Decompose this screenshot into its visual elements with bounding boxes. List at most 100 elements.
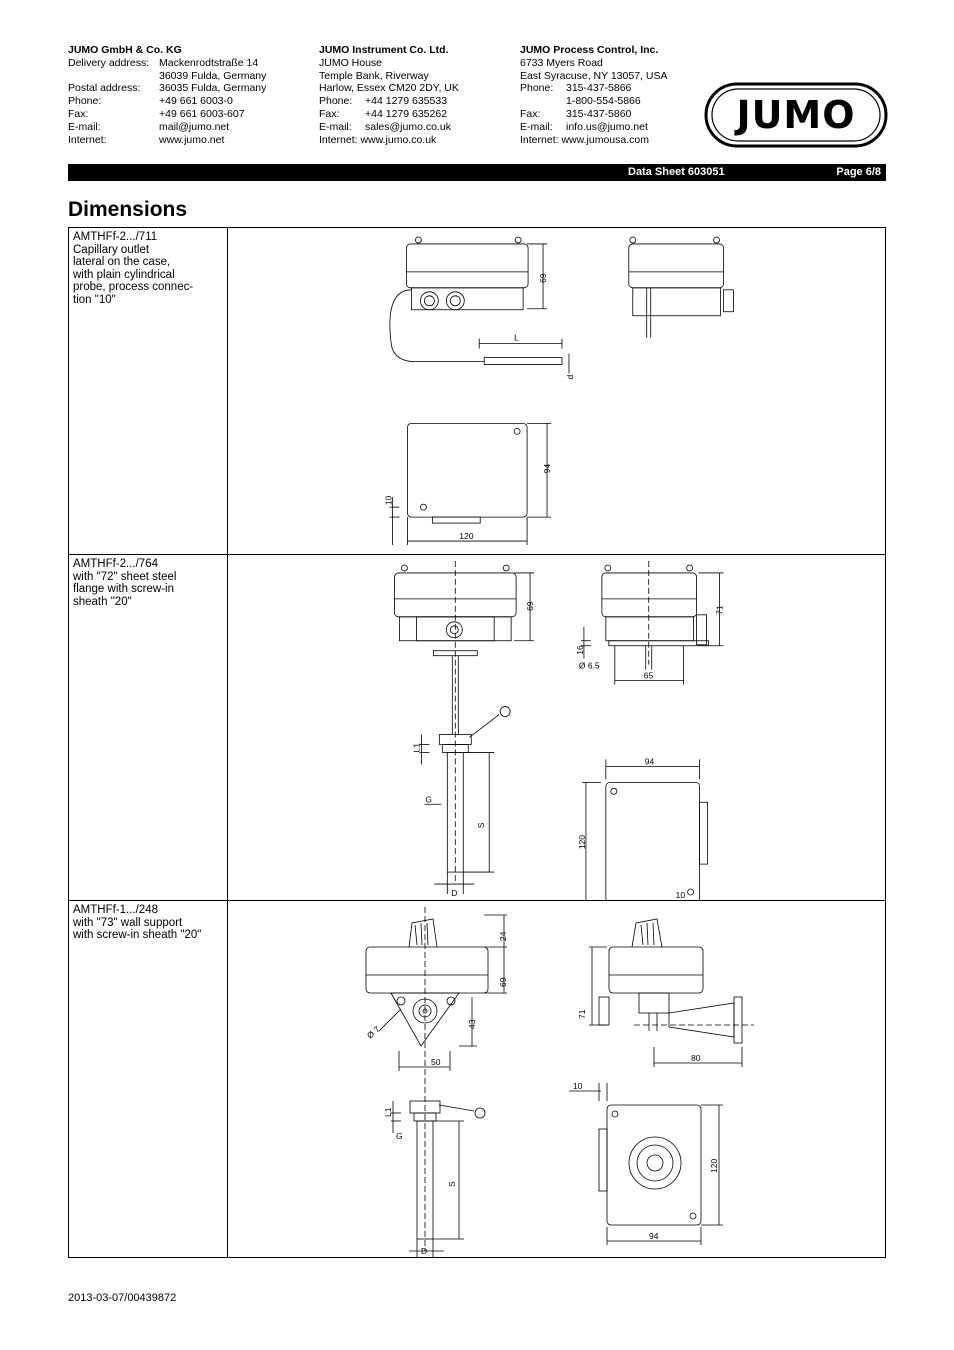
drawing-711: L 69 d [229,228,885,554]
dim-height2: 71 [577,1009,587,1019]
address-value: 315-437-5866 [566,82,632,95]
address-key: Phone: [520,82,554,95]
address-line: Harlow, Essex CM20 2DY, UK [319,82,459,95]
data-sheet-number: Data Sheet 603051 [628,166,725,178]
address-key: Delivery address: [68,56,150,69]
address-value: +44 1279 635262 [365,107,448,120]
dim-length: L [514,333,519,343]
section-label: AMTHFf-2.../764 with "72" sheet steel fl… [69,555,228,900]
dim-sheath: S [447,1181,457,1187]
address-value: Mackenrodtstraße 14 [159,56,259,69]
dimensions-table: AMTHFf-2.../711 Capillary outlet lateral… [68,227,886,1258]
section-row-764: AMTHFf-2.../764 with "72" sheet steel fl… [69,555,885,920]
address-key [520,95,566,108]
section-description: with "72" sheet steel flange with screw-… [73,570,177,608]
dim-offset: 10 [384,495,394,505]
logo-text: JUMO [733,93,855,137]
company-name: JUMO Process Control, Inc. [520,44,659,56]
address-key: Internet: [319,133,358,146]
dim-top-w: 94 [645,756,655,766]
section-label: AMTHFf-1.../248 with "73" wall support w… [69,901,228,1257]
dim-insert: L1 [383,1107,393,1117]
page-number: Page 6/8 [836,166,881,178]
footer-document-id: 2013-03-07/00439872 [68,1292,177,1304]
dim-hole: Ø 7 [365,1024,382,1041]
address-key: Phone: [319,95,353,108]
front-view [394,560,535,895]
dim-depth: 94 [542,464,552,474]
dim-sheath: S [476,822,486,828]
address-value: +44 1279 635533 [365,95,448,108]
header-bar: Data Sheet 603051 Page 6/8 [68,164,886,181]
address-value: 315-437-5860 [566,107,632,120]
dim-diameter: d [565,375,575,380]
address-key: Postal address: [68,82,141,95]
section-row-248: AMTHFf-1.../248 with "73" wall support w… [69,901,885,1257]
company-name: JUMO Instrument Co. Ltd. [319,44,449,56]
dim-bracket-w: 50 [431,1057,441,1067]
dim-width: 120 [459,531,473,541]
drawing-248: 24 69 43 Ø 7 50 L1 G S D [229,901,885,1257]
address-line: East Syracuse, NY 13057, USA [520,69,668,82]
dim-reach: 80 [691,1053,701,1063]
address-germany: JUMO GmbH & Co. KG Delivery address: Mack… [68,44,266,146]
front-view [389,236,570,374]
address-line: JUMO House [319,56,383,69]
address-line: 6733 Myers Road [520,56,603,69]
address-key: E-mail: [520,120,553,133]
website-link[interactable]: www.jumousa.com [561,133,649,146]
email-link[interactable]: sales@jumo.co.uk [365,120,451,133]
page-title: Dimensions [68,198,188,221]
address-value: 36035 Fulda, Germany [159,82,267,95]
email-link[interactable]: info.us@jumo.net [566,120,648,133]
section-code: AMTHFf-2.../711 [73,231,158,243]
address-table: Delivery address: Mackenrodtstraße 14 360… [68,57,266,147]
jumo-logo: JUMO [704,82,888,148]
dim-height2: 71 [715,605,725,615]
dim-top-w: 94 [649,1231,659,1241]
dim-thread: G [425,794,432,804]
side-view [628,236,734,338]
address-usa: JUMO Process Control, Inc. 6733 Myers Ro… [520,44,667,146]
dim-tube: D [451,888,457,898]
side-view [589,918,754,1067]
dim-insert: L1 [411,743,421,753]
dim-flange-h: 16 [575,645,585,655]
address-value: 36039 Fulda, Germany [159,69,267,82]
address-key: Fax: [319,107,340,120]
address-table: Phone: +44 1279 635533 Fax: +44 1279 63526… [319,95,451,133]
address-value: +49 661 6003-607 [159,107,245,120]
address-uk: JUMO Instrument Co. Ltd. JUMO House Temp… [319,44,459,146]
front-view [365,907,507,1257]
address-key: Fax: [68,107,89,120]
dim-offset: 10 [676,890,686,900]
top-view [581,759,721,920]
section-label: AMTHFf-2.../711 Capillary outlet lateral… [69,228,228,554]
address-key: E-mail: [68,120,101,133]
address-value: 1-800-554-5866 [566,95,641,108]
dim-hole: Ø 6.5 [579,661,600,671]
section-description: Capillary outlet lateral on the case, wi… [73,243,194,306]
section-code: AMTHFf-1.../248 [73,904,158,916]
address-value: +49 661 6003-0 [159,95,233,108]
address-key: Phone: [68,95,102,108]
dim-side-h: 120 [577,835,587,849]
dim-offset: 10 [573,1081,583,1091]
top-view [389,423,552,546]
address-key: Internet: [68,133,107,146]
side-view [580,560,724,685]
dim-flange-w: 65 [644,671,654,681]
drawing-764: 69 L1 G S D [229,555,885,920]
address-table: Phone:315-437-5866 1-800-554-5866 Fax:31… [520,82,648,133]
email-link[interactable]: mail@jumo.net [159,120,230,133]
address-key: E-mail: [319,120,352,133]
dim-height: 69 [498,977,508,987]
dim-height: 69 [525,601,535,611]
website-link[interactable]: www.jumo.net [159,133,225,146]
address-line: Temple Bank, Riverway [319,69,429,82]
top-view [569,1083,723,1245]
dim-thread: G [396,1131,403,1141]
section-row-711: AMTHFf-2.../711 Capillary outlet lateral… [69,228,885,555]
company-name: JUMO GmbH & Co. KG [68,44,182,56]
website-link[interactable]: www.jumo.co.uk [360,133,437,146]
